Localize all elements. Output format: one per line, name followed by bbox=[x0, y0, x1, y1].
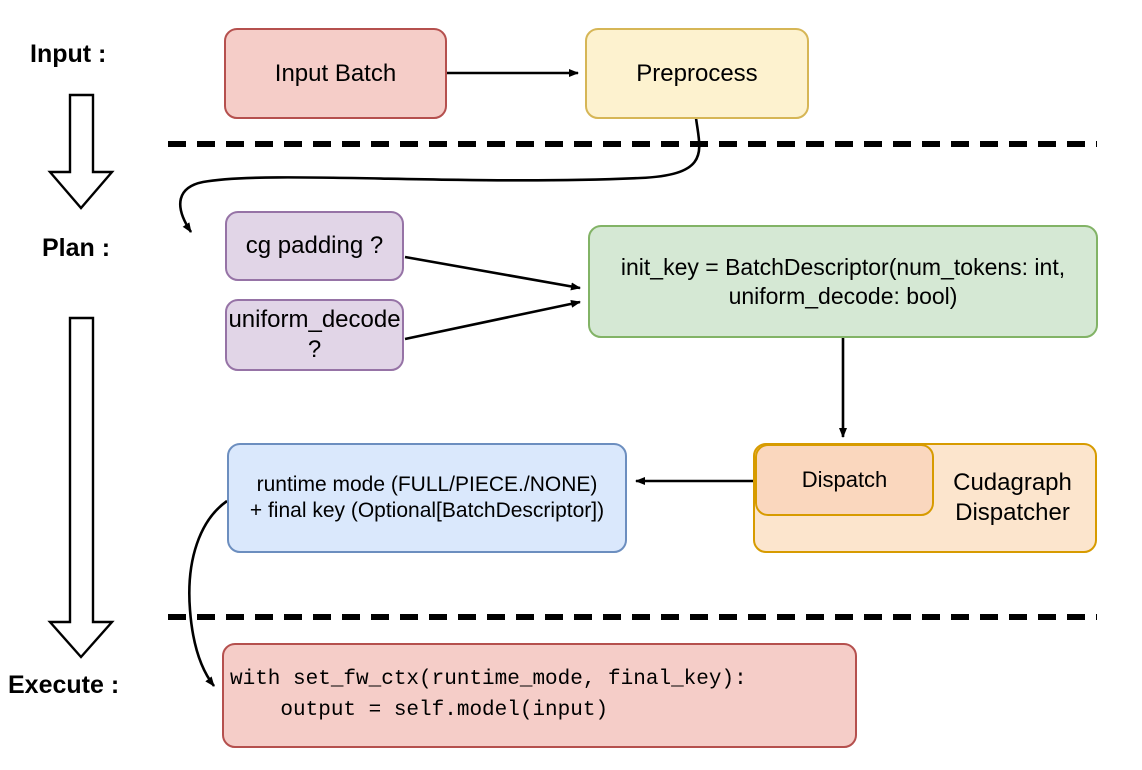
stage-label-input: Input : bbox=[30, 40, 107, 68]
stage-label-plan: Plan : bbox=[42, 234, 111, 262]
node-runtime-mode-line2: + final key (Optional[BatchDescriptor]) bbox=[249, 499, 605, 522]
node-cudagraph-dispatcher-line1: Cudagraph bbox=[953, 469, 1072, 496]
node-uniform-decode[interactable]: uniform_decode ? bbox=[225, 299, 404, 371]
node-runtime-mode-line1: runtime mode (FULL/PIECE./NONE) bbox=[256, 472, 598, 496]
arrow-uniform-decode-to-init-key bbox=[404, 299, 581, 341]
node-cudagraph-dispatcher-line2: Dispatcher bbox=[955, 499, 1070, 526]
node-execute-code-line1: with set_fw_ctx(runtime_mode, final_key)… bbox=[230, 668, 747, 692]
node-execute-code-line2: output = self.model(input) bbox=[230, 698, 609, 722]
node-preprocess-label: Preprocess bbox=[636, 59, 758, 87]
node-init-key-line1: init_key = BatchDescriptor(num_tokens: i… bbox=[620, 253, 1066, 280]
stage-label-execute: Execute : bbox=[8, 671, 120, 699]
block-arrow-plan-to-execute bbox=[47, 316, 115, 659]
node-dispatch-label: Dispatch bbox=[801, 467, 888, 493]
node-cg-padding-label: cg padding ? bbox=[245, 232, 384, 259]
node-preprocess[interactable]: Preprocess bbox=[585, 28, 809, 119]
node-uniform-decode-label: uniform_decode ? bbox=[228, 306, 401, 363]
arrow-cg-padding-to-init-key bbox=[404, 255, 581, 291]
node-runtime-mode[interactable]: runtime mode (FULL/PIECE./NONE) + final … bbox=[227, 443, 627, 553]
node-execute-code[interactable]: with set_fw_ctx(runtime_mode, final_key)… bbox=[222, 643, 857, 748]
node-input-batch-label: Input Batch bbox=[274, 59, 397, 87]
node-init-key-line2: uniform_decode: bool) bbox=[728, 282, 958, 309]
node-input-batch[interactable]: Input Batch bbox=[224, 28, 447, 119]
block-arrow-input-to-plan bbox=[47, 93, 115, 210]
node-dispatch[interactable]: Dispatch bbox=[755, 444, 934, 516]
node-cg-padding[interactable]: cg padding ? bbox=[225, 211, 404, 281]
node-init-key[interactable]: init_key = BatchDescriptor(num_tokens: i… bbox=[588, 225, 1098, 338]
